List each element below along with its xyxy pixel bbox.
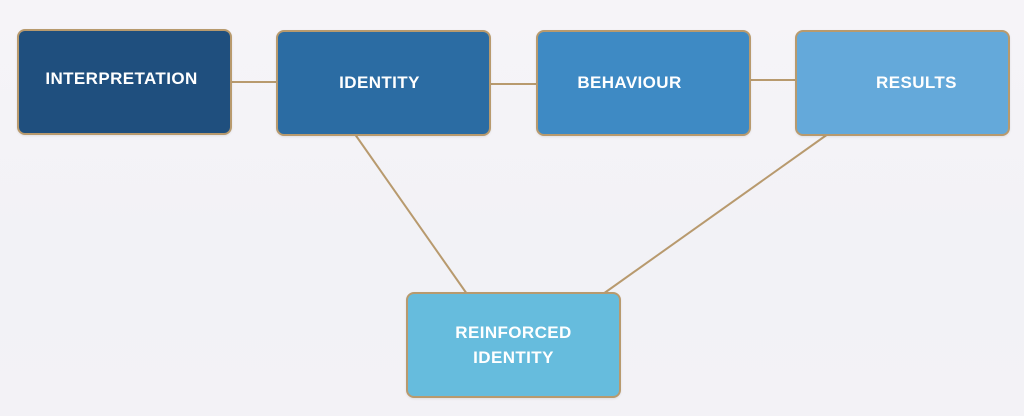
connector-results-reinforced <box>602 133 829 295</box>
results-label: RESULTS <box>876 73 957 93</box>
behaviour-label: BEHAVIOUR <box>577 73 682 93</box>
reinforced-identity-label: REINFORCED IDENTITY <box>455 322 572 368</box>
interpretation-node: INTERPRETATION <box>17 29 232 135</box>
interpretation-label: INTERPRETATION <box>45 69 198 89</box>
identity-node: IDENTITY <box>276 30 491 136</box>
results-node: RESULTS <box>795 30 1010 136</box>
connector-identity-reinforced <box>351 129 468 295</box>
identity-label: IDENTITY <box>339 73 420 93</box>
reinforced-identity-node: REINFORCED IDENTITY <box>406 292 621 398</box>
behaviour-node: BEHAVIOUR <box>536 30 751 136</box>
